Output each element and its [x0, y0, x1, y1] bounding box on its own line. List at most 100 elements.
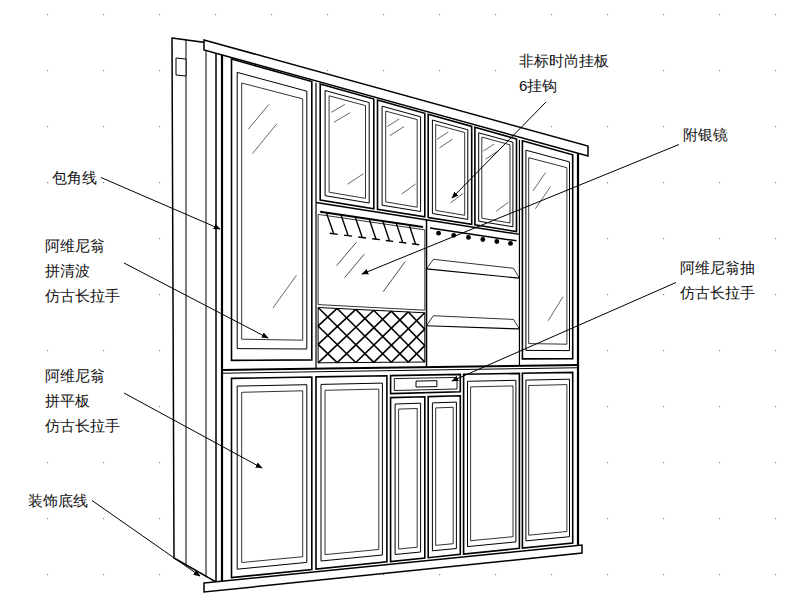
wine-glass	[326, 213, 333, 234]
glass-shelf	[427, 326, 520, 329]
panel-door	[232, 377, 312, 578]
middle-rail	[222, 368, 578, 373]
grid-dot	[775, 462, 776, 463]
grid-dot	[663, 294, 664, 295]
glass-shelf	[433, 316, 513, 320]
grid-dot	[775, 518, 776, 519]
grid-dot	[47, 518, 48, 519]
grid-dot	[159, 462, 160, 463]
grid-dot	[103, 70, 104, 71]
glass-glint	[390, 127, 404, 136]
glass-door	[378, 100, 425, 217]
glass-glint	[331, 104, 345, 112]
glass-shelf	[427, 316, 434, 326]
grid-dot	[159, 126, 160, 127]
glass-shelf	[514, 319, 520, 328]
grid-dot	[327, 70, 328, 71]
wine-glass	[372, 238, 380, 240]
grid-dot	[159, 238, 160, 239]
grid-dot	[103, 518, 104, 519]
grid-dot	[775, 182, 776, 183]
grid-dot	[663, 14, 664, 15]
door-inset	[395, 403, 421, 554]
drawer	[391, 374, 461, 393]
leader-line	[101, 178, 220, 230]
door-inset	[436, 407, 454, 545]
glass-glint	[387, 119, 399, 127]
grid-dot	[103, 350, 104, 351]
grid-dot	[551, 126, 552, 127]
callout-label: 附银镜	[683, 122, 728, 147]
door-inset	[529, 385, 567, 536]
grid-dot	[775, 70, 776, 71]
grid-dot	[103, 462, 104, 463]
wine-lattice	[318, 308, 337, 325]
grid-dot	[775, 294, 776, 295]
grid-dot	[47, 70, 48, 71]
wine-glass	[358, 236, 366, 238]
door-inset	[382, 106, 421, 211]
door-inset	[432, 120, 467, 219]
glass-glint	[348, 174, 364, 184]
grid-dot	[663, 406, 664, 407]
grid-dot	[663, 518, 664, 519]
grid-dot	[607, 126, 608, 127]
hook	[494, 239, 499, 244]
drawer-inset	[394, 377, 457, 390]
wine-glass	[412, 243, 419, 245]
leader-lines	[92, 102, 679, 576]
grid-dot	[327, 14, 328, 15]
frame-stile	[315, 83, 316, 369]
grid-dot	[719, 462, 720, 463]
door-inset	[529, 158, 567, 345]
glass-glint	[334, 113, 350, 123]
wine-glass	[409, 225, 415, 244]
glass-door	[428, 114, 472, 224]
glass-glint	[548, 297, 563, 321]
wine-glass	[386, 240, 393, 242]
glass-door	[475, 127, 517, 231]
grid-dot	[775, 406, 776, 407]
door-inset	[237, 385, 307, 570]
grid-dot	[775, 14, 776, 15]
grid-dot	[607, 14, 608, 15]
wine-lattice	[391, 329, 425, 362]
wine-lattice	[374, 313, 425, 363]
grid-dot	[775, 350, 776, 351]
wine-lattice	[408, 346, 425, 363]
grid-dot	[719, 518, 720, 519]
grid-dot	[719, 182, 720, 183]
leader-line	[452, 283, 676, 382]
column-cap	[176, 58, 186, 76]
callout-label: 装饰底线	[28, 488, 88, 513]
grid-dot	[159, 70, 160, 71]
leader-line	[452, 102, 546, 198]
wine-glass	[399, 241, 406, 243]
grid-dot	[159, 182, 160, 183]
door-inset	[321, 383, 382, 561]
grid-dot	[47, 126, 48, 127]
grid-dot	[159, 350, 160, 351]
cabinet	[172, 38, 588, 592]
callout-label: 包角线	[52, 165, 97, 190]
door-inset	[482, 137, 510, 223]
grid-dot	[607, 574, 608, 575]
leader-line	[124, 393, 262, 468]
door-inset	[526, 150, 570, 350]
grid-dot	[607, 238, 608, 239]
glass-shelf	[427, 259, 434, 269]
grid-dot	[383, 70, 384, 71]
grid-dot	[663, 574, 664, 575]
door-inset	[242, 391, 303, 563]
glass-glint	[496, 202, 508, 211]
grid-dot	[159, 14, 160, 15]
glass-glint	[533, 173, 546, 191]
grid-dot	[47, 182, 48, 183]
grid-dot	[159, 518, 160, 519]
hook-board	[430, 228, 516, 241]
grid-dot	[439, 70, 440, 71]
mirror-glint	[345, 254, 365, 277]
grid-dot	[47, 350, 48, 351]
grid-dot	[719, 350, 720, 351]
